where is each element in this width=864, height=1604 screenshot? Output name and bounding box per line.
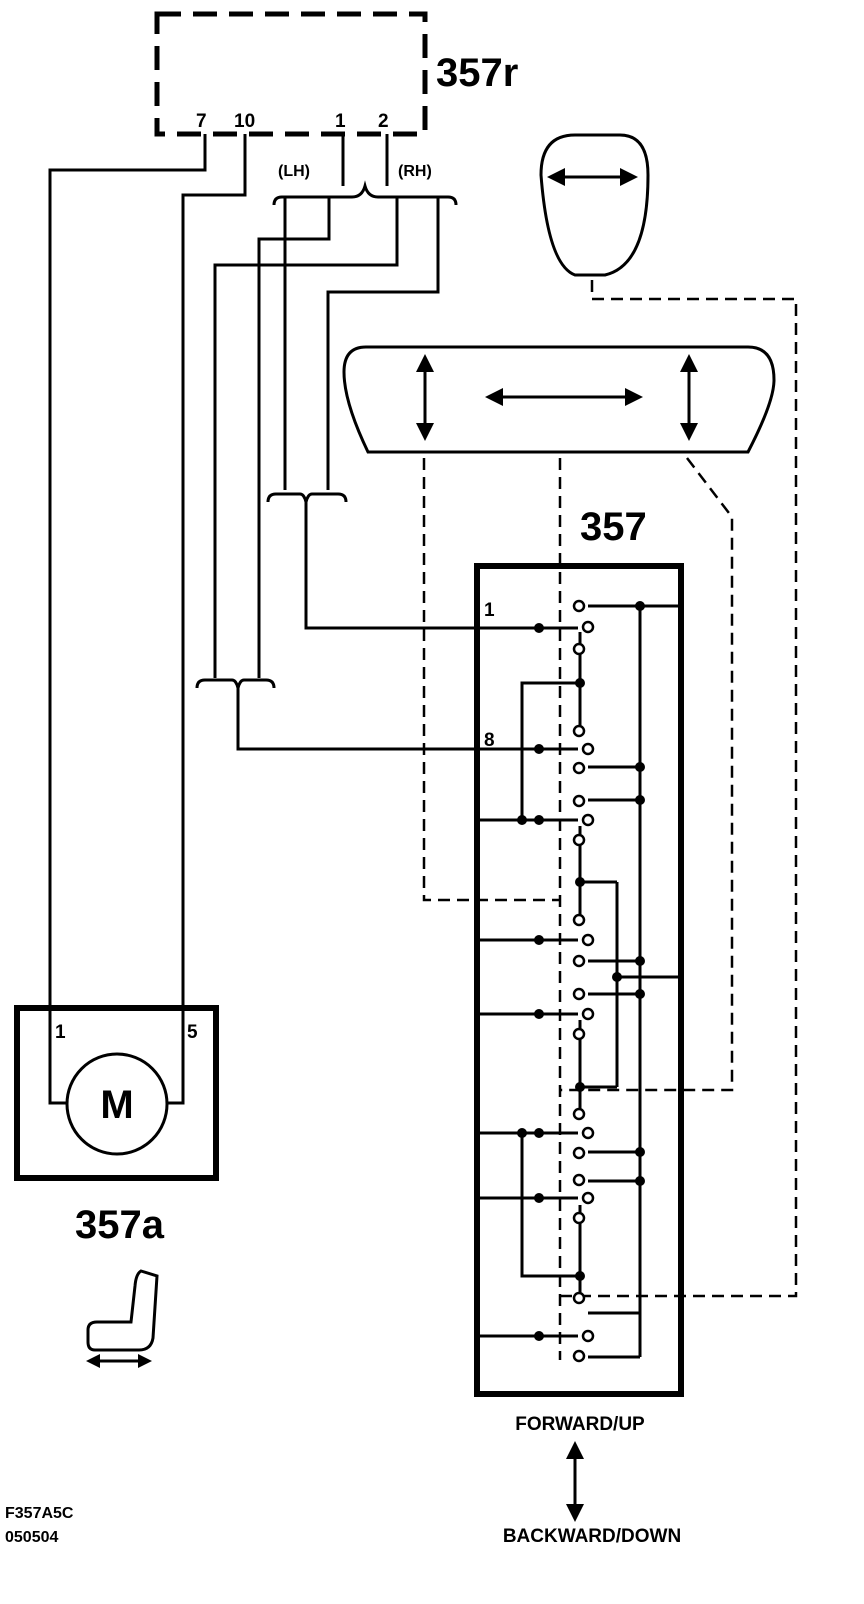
relay-357r-outline	[154, 11, 428, 137]
direction-backward-down: BACKWARD/DOWN	[503, 1526, 681, 1547]
switch-357-outline	[474, 563, 684, 1397]
motor-box	[14, 1005, 219, 1181]
switch-pin-1: 1	[484, 600, 495, 621]
wire-to-switch-pin8	[236, 688, 539, 751]
drawing-code-line2: 050504	[5, 1529, 58, 1546]
relay-rh-label: (RH)	[398, 163, 432, 180]
seat-fore-aft-icon	[86, 1269, 159, 1368]
direction-indicator: FORWARD/UP BACKWARD/DOWN	[503, 1414, 681, 1547]
motor-pin-1: 1	[55, 1022, 66, 1043]
relay-357r: 357r 7 10 1 2 (LH) (RH)	[154, 11, 518, 180]
switch-contacts	[572, 599, 595, 1363]
switch-357: 357 1 8	[474, 505, 684, 1397]
relay-pin-1: 1	[335, 111, 346, 132]
joystick-knob-icon	[539, 133, 650, 277]
switch-panel-icon	[342, 345, 776, 454]
relay-pin-10: 10	[234, 111, 255, 132]
drawing-code-line1: F357A5C	[5, 1505, 74, 1522]
relay-pin-7: 7	[196, 111, 207, 132]
relay-lh-rh-bracket	[272, 180, 458, 206]
mechanical-links	[422, 280, 798, 1360]
motor-pin-5: 5	[187, 1022, 198, 1043]
relay-pin-2: 2	[378, 111, 389, 132]
relay-lh-label: (LH)	[278, 163, 310, 180]
motor-357a: 1 5 M 357a	[14, 1005, 219, 1247]
direction-forward-up: FORWARD/UP	[515, 1414, 645, 1435]
relay-wires	[48, 134, 539, 1105]
relay-357r-label: 357r	[436, 51, 518, 95]
wire-pin10-motor5	[166, 134, 247, 1105]
drawing-code: F357A5C 050504	[5, 1505, 74, 1546]
switch-357-label: 357	[580, 505, 647, 549]
wire-to-switch-pin1	[304, 502, 539, 630]
wire-pin7-motor1	[48, 134, 207, 1105]
motor-symbol-icon	[65, 1052, 169, 1156]
motor-357a-label: 357a	[75, 1203, 165, 1247]
motor-symbol-label: M	[100, 1083, 133, 1127]
switch-junctions	[517, 601, 645, 1341]
switch-pin-8: 8	[484, 730, 495, 751]
